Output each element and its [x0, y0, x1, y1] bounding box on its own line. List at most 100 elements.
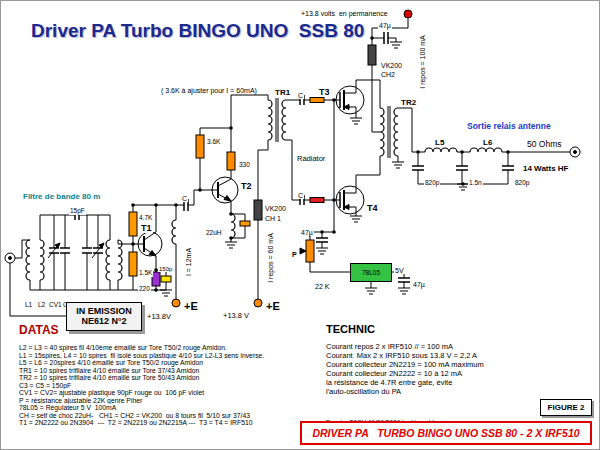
supply-voltage: +13.8V: [146, 313, 172, 321]
junction-dot: [154, 288, 158, 292]
transistor-ref: T1: [140, 224, 153, 233]
resistor-value: 4.7K: [138, 215, 153, 222]
inductor-coil: [231, 214, 235, 238]
transistor-symbol: [224, 196, 231, 202]
transformer-ref: TR2: [400, 99, 417, 107]
supply-note: +13.8 volts en permanence: [300, 10, 389, 17]
title-wrap: Driver PA Turbo BINGO UNO SSB 80: [30, 20, 365, 42]
junction-dot: [154, 203, 158, 207]
data-line: L2 = L3 = 40 spires fil 4/10ème émaillé …: [18, 344, 228, 351]
transistor-ref: T3: [318, 88, 331, 97]
bnc-connector: [570, 147, 580, 157]
label-wrap: 22 K: [314, 276, 330, 292]
data-line: L1 = 15spires, L4 = 10 spires fil isolé …: [18, 352, 265, 359]
ground-symbol: [160, 290, 172, 296]
capacitor-symbol: [398, 277, 410, 279]
label-wrap: C: [297, 185, 304, 201]
label-wrap: Courant collecteur 2N2219 = 100 mA maxim…: [325, 354, 485, 370]
technic-line: Courant repos 2 x IRF510 // = 100 mA: [325, 343, 454, 351]
capacitor-symbol: [502, 165, 514, 167]
resistor-symbol: [310, 198, 324, 203]
label-wrap: P: [291, 244, 298, 260]
colored-capacitor: [161, 276, 171, 282]
label-wrap: 820p: [424, 172, 440, 188]
label-wrap: L6: [482, 132, 493, 148]
ground-symbol: [225, 242, 237, 248]
supply-terminal: [172, 10, 412, 307]
transistor-ref: T2: [240, 182, 253, 191]
choke-vk200: [368, 45, 376, 65]
wire: [79, 215, 110, 240]
capacitor-symbol: [93, 252, 103, 254]
capacitor-symbol: [412, 169, 424, 171]
wire: [110, 280, 111, 290]
label-wrap: I repos = 100 mA: [412, 34, 428, 90]
junction-dot: [131, 242, 135, 246]
label-wrap: +13.8V: [146, 306, 172, 322]
label-wrap: 1.5K: [138, 262, 153, 278]
label-wrap: 3.6K: [206, 131, 221, 147]
technic-line: l'auto-oscillation du PA: [325, 388, 402, 396]
resistor-value: 330: [238, 162, 251, 169]
junction-dot: [332, 230, 336, 234]
label-wrap: CH 1: [264, 208, 282, 224]
label-wrap: Filtre de bande 80 m: [22, 186, 101, 202]
label-wrap: 5V: [394, 260, 405, 276]
data-line: CV1 = CV2= ajustable plastique 90pF roug…: [18, 389, 205, 396]
capacitor-ref: C: [297, 92, 304, 99]
potentiometer-ref: P: [291, 251, 298, 258]
label-wrap: DATAS: [18, 321, 60, 337]
capacitor-value: 47µ: [378, 22, 392, 29]
capacitor-value: 47µ: [300, 229, 314, 236]
section-heading: Filtre de bande 80 m: [22, 193, 101, 201]
resistor-symbol: [227, 152, 235, 170]
label-wrap: CH2: [380, 64, 396, 80]
capacitor-value: 820p: [424, 180, 440, 187]
transistor-symbol: [212, 177, 238, 203]
data-line: T1 = 2N2222 ou 2N3904 --- T2 = 2N2219 ou…: [18, 419, 254, 426]
junction-dot: [131, 36, 510, 292]
colored-capacitor: [240, 221, 250, 226]
capacitor-symbol: [412, 165, 424, 167]
label-wrap: 4.7K: [138, 207, 153, 223]
inductor-coil: [172, 220, 176, 244]
resistor-value: 3.6K: [206, 139, 221, 146]
section-heading: TECHNIC: [325, 324, 376, 336]
part-ref: CV1: [48, 302, 63, 309]
label-wrap: VK200: [380, 55, 403, 71]
capacitor-symbol: [316, 237, 328, 239]
bnc-connector: [5, 147, 580, 263]
label-wrap: I = 12mA: [178, 247, 194, 277]
part-ref: L2: [37, 302, 46, 309]
resistor-symbol: [300, 248, 306, 254]
transistor-symbol: [217, 182, 219, 198]
wire: [144, 205, 156, 240]
wire: [10, 18, 570, 316]
inductor-ref: L5: [434, 139, 445, 147]
resistor-value: 220: [138, 286, 151, 293]
capacitor-value: 150p: [158, 266, 173, 272]
wire: [176, 205, 177, 299]
inductor-coil: [282, 100, 286, 140]
label-wrap: Courant collecteur 2N2222 = 10 à 12 mA: [325, 363, 463, 379]
label-wrap: ( 3.6K à ajuster pour I = 60mA): [160, 80, 258, 96]
data-line: 78L05 = Régulateur 5 V 100mA: [18, 404, 117, 411]
junction-dot: [461, 182, 465, 186]
capacitor-value: 15pF: [69, 208, 86, 215]
current-note: I repos = 60 mA: [267, 232, 274, 284]
capacitor-symbol: [60, 247, 70, 249]
capacitor-symbol: [49, 32, 514, 282]
transistor-ref: T4: [366, 204, 379, 213]
label-wrap: 330: [238, 154, 251, 170]
capacitor-symbol: [456, 165, 468, 167]
wire: [310, 100, 334, 248]
ground-symbol: [390, 42, 402, 48]
label-wrap: la résistance de 4.7R entre gate, évite: [325, 372, 453, 388]
resistor-symbol: [306, 240, 314, 262]
label-wrap: 1.5n: [468, 172, 483, 188]
label-wrap: l'auto-oscillation du PA: [325, 381, 402, 397]
junction-dot: [416, 150, 420, 154]
label-wrap: VK200: [264, 198, 287, 214]
supply-terminal: [404, 10, 412, 18]
label-wrap: T1: [140, 218, 153, 234]
